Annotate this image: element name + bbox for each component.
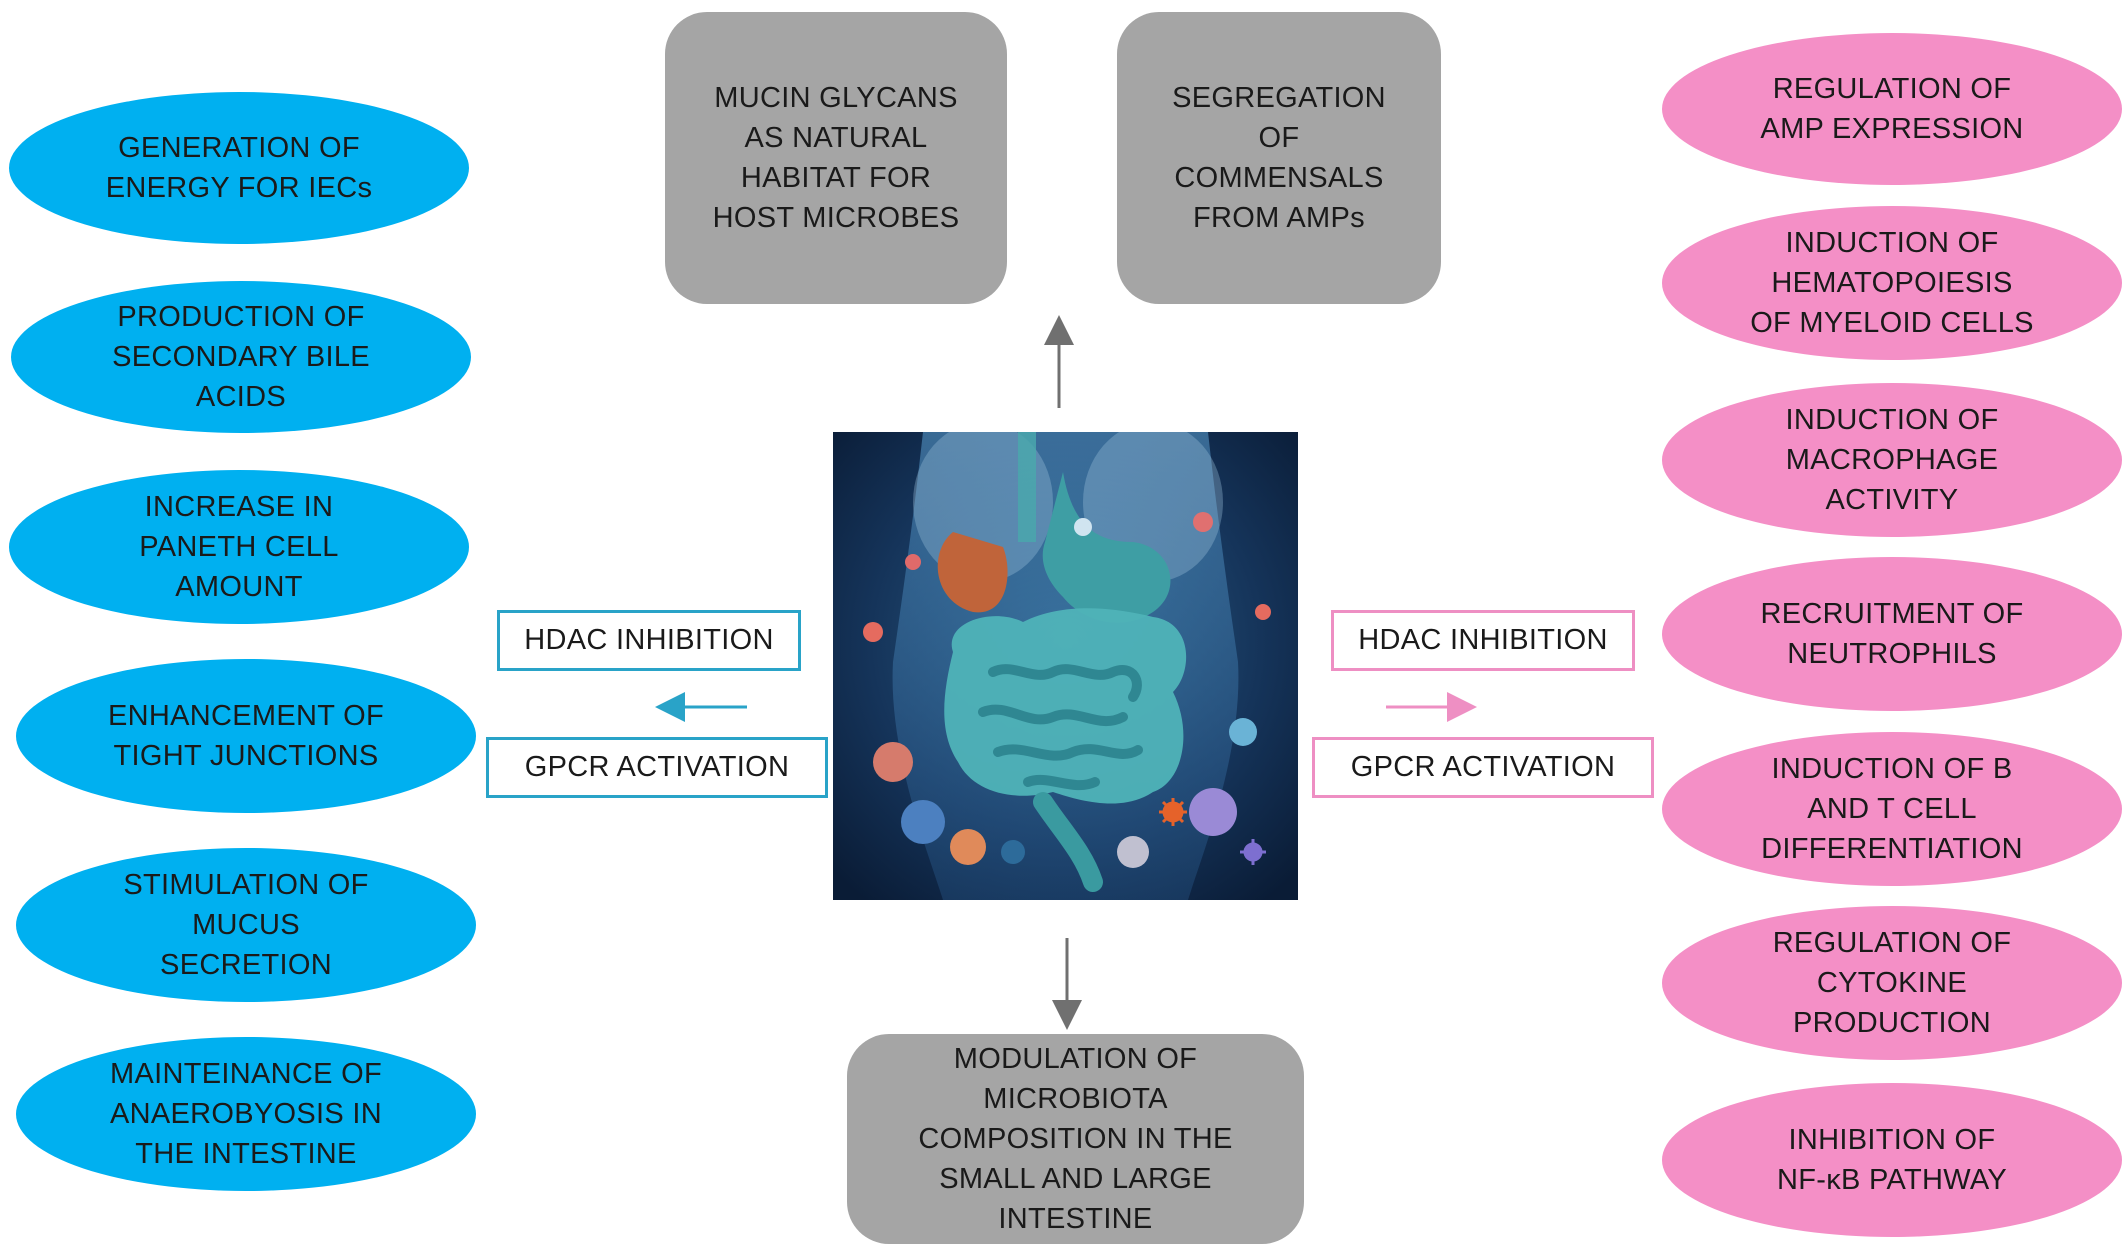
left-gpcr-label: GPCR ACTIVATION bbox=[486, 737, 828, 798]
top-box-segregation: SEGREGATION OF COMMENSALS FROM AMPs bbox=[1117, 12, 1441, 304]
right-effect-cytokine-production: REGULATION OF CYTOKINE PRODUCTION bbox=[1662, 906, 2122, 1060]
right-effect-nfkb-inhibition: INHIBITION OF NF-κB PATHWAY bbox=[1662, 1083, 2122, 1237]
left-effect-mucus-secretion: STIMULATION OF MUCUS SECRETION bbox=[16, 848, 476, 1002]
left-effect-paneth-cells: INCREASE IN PANETH CELL AMOUNT bbox=[9, 470, 469, 624]
left-effect-anaerobiosis: MAINTEINANCE OF ANAEROBYOSIS IN THE INTE… bbox=[16, 1037, 476, 1191]
bottom-box-microbiota-modulation: MODULATION OF MICROBIOTA COMPOSITION IN … bbox=[847, 1034, 1304, 1244]
right-effect-macrophage-activity: INDUCTION OF MACROPHAGE ACTIVITY bbox=[1662, 383, 2122, 537]
left-effect-bile-acids: PRODUCTION OF SECONDARY BILE ACIDS bbox=[11, 281, 471, 433]
gut-microbiota-illustration bbox=[833, 432, 1298, 900]
right-gpcr-label: GPCR ACTIVATION bbox=[1312, 737, 1654, 798]
left-effect-energy: GENERATION OF ENERGY FOR IECs bbox=[9, 92, 469, 244]
top-box-mucin-glycans: MUCIN GLYCANS AS NATURAL HABITAT FOR HOS… bbox=[665, 12, 1007, 304]
right-effect-neutrophils: RECRUITMENT OF NEUTROPHILS bbox=[1662, 557, 2122, 711]
right-hdac-label: HDAC INHIBITION bbox=[1331, 610, 1635, 671]
right-effect-hematopoiesis: INDUCTION OF HEMATOPOIESIS OF MYELOID CE… bbox=[1662, 206, 2122, 360]
right-effect-amp-expression: REGULATION OF AMP EXPRESSION bbox=[1662, 33, 2122, 185]
right-effect-bt-cell-differentiation: INDUCTION OF B AND T CELL DIFFERENTIATIO… bbox=[1662, 732, 2122, 886]
left-effect-tight-junctions: ENHANCEMENT OF TIGHT JUNCTIONS bbox=[16, 659, 476, 813]
left-hdac-label: HDAC INHIBITION bbox=[497, 610, 801, 671]
